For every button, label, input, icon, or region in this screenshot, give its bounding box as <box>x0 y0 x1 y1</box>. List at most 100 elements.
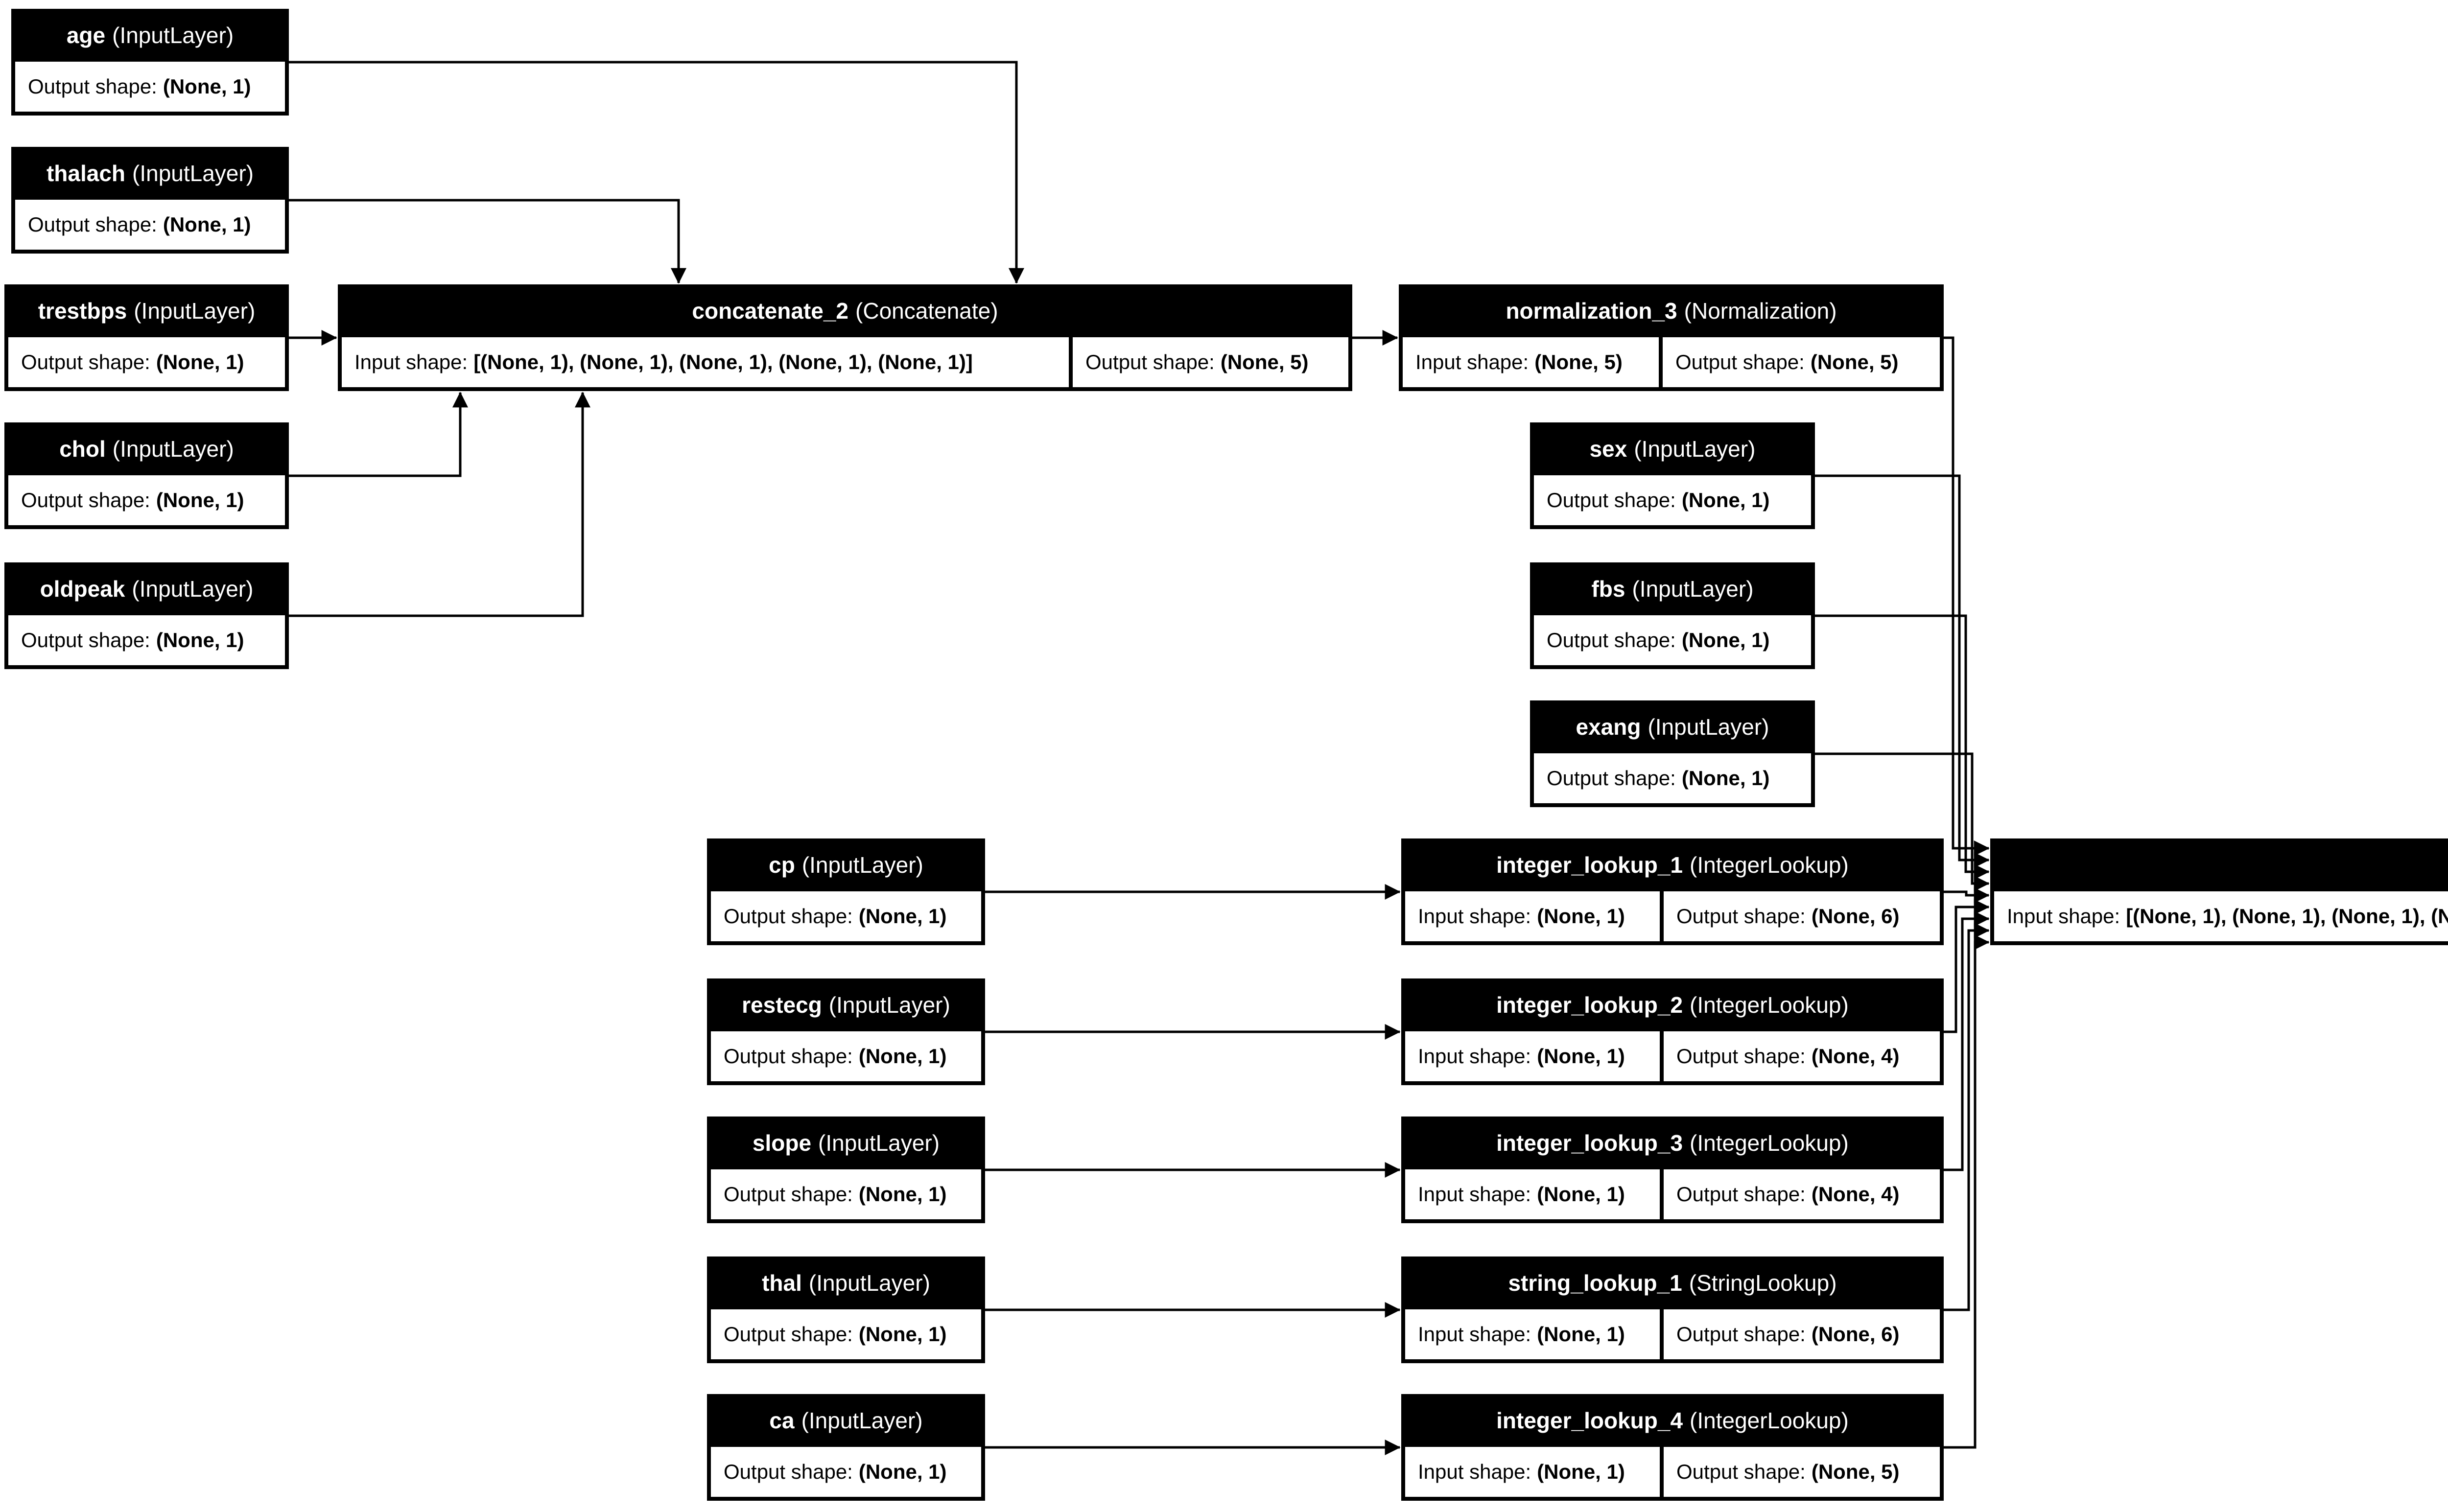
layer-shape-row: Input shape:(None, 1)Output shape:(None,… <box>1401 1031 1944 1085</box>
layer-name: thalach <box>46 161 125 186</box>
layer-node-fbs: fbsInputLayerOutput shape:(None, 1) <box>1530 562 1815 669</box>
output-shape-label: Output shape: <box>21 350 150 373</box>
layer-node-string_lookup_1: string_lookup_1StringLookupInput shape:(… <box>1401 1256 1944 1363</box>
input-shape-value: (None, 1) <box>1537 1183 1625 1206</box>
output-shape-cell: Output shape:(None, 1) <box>1534 753 1811 803</box>
output-shape-label: Output shape: <box>724 905 853 928</box>
layer-header: thalInputLayer <box>707 1256 985 1309</box>
output-shape-label: Output shape: <box>28 75 157 98</box>
input-shape-cell: Input shape:[(None, 1), (None, 1), (None… <box>342 337 1069 387</box>
output-shape-value: (None, 1) <box>163 213 251 236</box>
input-shape-label: Input shape: <box>1418 1460 1531 1483</box>
output-shape-value: (None, 4) <box>1811 1183 1900 1206</box>
layer-name: exang <box>1576 714 1641 740</box>
layer-node-thal: thalInputLayerOutput shape:(None, 1) <box>707 1256 985 1363</box>
layer-node-chol: chol InputLayerOutput shape:(None, 1) <box>4 422 289 529</box>
layer-node-integer_lookup_3: integer_lookup_3IntegerLookupInput shape… <box>1401 1117 1944 1223</box>
output-shape-cell: Output shape:(None, 6) <box>1664 891 1940 941</box>
layer-shape-row: Output shape:(None, 1) <box>707 1447 985 1501</box>
layer-name: concatenate_2 <box>692 298 849 324</box>
layer-type: IntegerLookup <box>1690 1407 1849 1434</box>
output-shape-label: Output shape: <box>21 628 150 651</box>
input-shape-cell: Input shape: (None, 1) <box>1405 1031 1660 1081</box>
layer-name: thal <box>762 1270 802 1296</box>
layer-type: InputLayer <box>112 22 234 48</box>
input-shape-value: (None, 1) <box>1537 1460 1625 1483</box>
layer-node-integer_lookup_2: integer_lookup_2 IntegerLookupInput shape… <box>1401 978 1944 1085</box>
layer-shape-row: Output shape:(None, 1) <box>1530 753 1815 807</box>
edge-chol-to-concatenate_2 <box>289 392 468 477</box>
layer-type: InputLayer <box>818 1130 940 1156</box>
output-shape-cell: Output shape: (None, 1) <box>15 62 285 112</box>
layer-name: trestbps <box>38 298 127 324</box>
layer-name: integer_lookup_1 <box>1496 852 1683 878</box>
layer-header: fbsInputLayer <box>1530 562 1815 615</box>
output-shape-label: Output shape: <box>1676 1183 1806 1206</box>
layer-type: IntegerLookup <box>1690 1130 1849 1156</box>
output-shape-cell: Output shape:(None, 5) <box>1664 1447 1940 1497</box>
layer-header: restecgInputLayer <box>707 978 985 1031</box>
layer-shape-row: Output shape:(None, 1) <box>1530 475 1815 529</box>
layer-header: oldpeakInputLayer <box>4 562 289 615</box>
output-shape-label: Output shape: <box>1547 767 1676 790</box>
layer-shape-row: Output shape:(None, 1) <box>707 891 985 945</box>
layer-name: chol <box>59 436 106 462</box>
layer-name: age <box>66 23 106 48</box>
edge-integer_lookup_1-to-concatenate_3 <box>1944 887 1990 903</box>
layer-shape-row: Output shape:(None, 1) <box>4 337 289 391</box>
layer-header: integer_lookup_3IntegerLookup <box>1401 1117 1944 1169</box>
input-shape-value: (None, 1) <box>1537 905 1625 928</box>
layer-shape-row: Input shape:(None, 1)Output shape:(None,… <box>1401 1309 1944 1363</box>
input-shape-cell: Input shape:(None, 5) <box>1403 337 1659 387</box>
output-shape-cell: Output shape:(None, 1) <box>711 1309 981 1359</box>
edge-age-to-concatenate_2 <box>289 61 1024 284</box>
layer-shape-row: Output shape:(None, 1) <box>11 200 289 254</box>
input-shape-label: Input shape: <box>1418 1045 1531 1068</box>
layer-type: InputLayer <box>1632 576 1753 602</box>
output-shape-cell: Output shape:(None, 5) <box>1073 337 1348 387</box>
layer-type: InputLayer <box>134 298 255 324</box>
output-shape-value: (None, 5) <box>1220 350 1309 373</box>
layer-type: IntegerLookup <box>1690 992 1849 1018</box>
layer-node-trestbps: trestbps InputLayerOutput shape:(None, 1) <box>4 284 289 391</box>
output-shape-label: Output shape: <box>21 488 150 512</box>
output-shape-value: (None, 5) <box>1810 350 1899 373</box>
layer-shape-row: Output shape:(None, 1) <box>4 475 289 529</box>
layer-name: restecg <box>742 992 822 1018</box>
output-shape-value: (None, 6) <box>1811 1323 1900 1346</box>
layer-type: InputLayer <box>113 436 234 462</box>
output-shape-cell: Output shape:(None, 1) <box>711 1447 981 1497</box>
input-shape-label: Input shape: <box>2007 905 2120 928</box>
input-shape-cell: Input shape:[(None, 1), (None, 1), (None… <box>1994 891 2448 941</box>
layer-header: slopeInputLayer <box>707 1117 985 1169</box>
edge-string_lookup_1-to-concatenate_3 <box>1944 923 1990 1311</box>
layer-header: integer_lookup_2 IntegerLookup <box>1401 978 1944 1031</box>
input-shape-value: (None, 1) <box>1537 1045 1625 1068</box>
edge-fbs-to-concatenate_3 <box>1815 614 1990 880</box>
layer-name: integer_lookup_4 <box>1496 1408 1683 1433</box>
layer-type: StringLookup <box>1689 1270 1837 1296</box>
layer-shape-row: Input shape: (None, 1) Output shape:(None,… <box>1401 1447 1944 1501</box>
layer-name: integer_lookup_2 <box>1496 992 1683 1018</box>
layer-shape-row: Input shape:(None, 5)Output shape:(None,… <box>1399 337 1944 391</box>
output-shape-cell: Output shape:(None, 1) <box>711 891 981 941</box>
input-shape-cell: Input shape:(None, 1) <box>1405 1169 1660 1219</box>
input-shape-value: (None, 5) <box>1534 350 1623 373</box>
layer-type: InputLayer <box>1648 714 1769 740</box>
layer-node-normalization_3: normalization_3NormalizationInput shape:… <box>1399 284 1944 391</box>
output-shape-value: (None, 1) <box>858 905 947 928</box>
input-shape-label: Input shape: <box>1418 1323 1531 1346</box>
output-shape-value: (None, 1) <box>1681 767 1770 790</box>
output-shape-value: (None, 1) <box>163 75 251 98</box>
edge-sex-to-concatenate_3 <box>1815 474 1990 868</box>
layer-node-thalach: thalachInputLayerOutput shape:(None, 1) <box>11 147 289 254</box>
output-shape-label: Output shape: <box>1675 350 1805 373</box>
layer-header: integer_lookup_4 IntegerLookup <box>1401 1394 1944 1447</box>
layer-shape-row: Output shape:(None, 1) <box>707 1309 985 1363</box>
edge-thalach-to-concatenate_2 <box>289 199 686 284</box>
output-shape-value: (None, 5) <box>1811 1460 1900 1483</box>
layer-header: concatenate_3Concatenate <box>1990 838 2448 891</box>
layer-header: exang InputLayer <box>1530 700 1815 753</box>
layer-shape-row: Output shape: (None, 1) <box>11 62 289 116</box>
